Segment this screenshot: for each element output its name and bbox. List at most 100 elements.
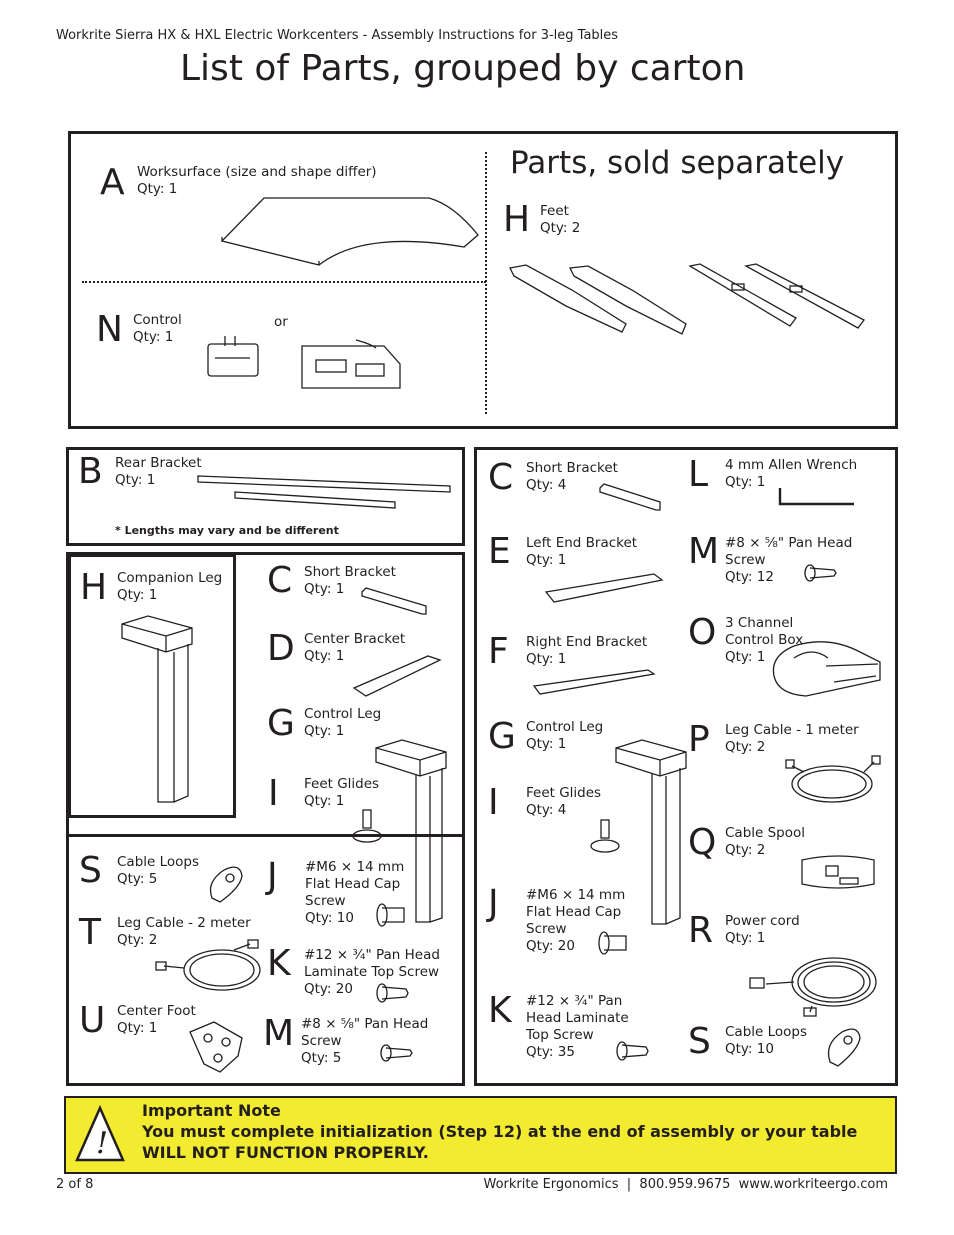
part-letter-j-right: J (488, 883, 499, 924)
part-letter-m-right: M (688, 531, 720, 572)
control-leg-icon (375, 739, 447, 923)
note-text: Important Note You must complete initial… (142, 1100, 895, 1163)
part-name: Cable Loops (725, 1024, 808, 1040)
part-line: Control Box (725, 632, 804, 648)
part-line: Screw (301, 1033, 342, 1049)
part-qty: Qty: 1 (137, 181, 178, 197)
pan-head-screw-icon (616, 1041, 649, 1061)
part-line: Screw (526, 921, 567, 937)
part-qty: Qty: 1 (725, 649, 766, 665)
right-end-bracket-icon (532, 669, 656, 695)
part-line: Flat Head Cap (305, 876, 401, 892)
part-line: Screw (305, 893, 346, 909)
part-q-text: Cable Spool Qty: 2 (725, 825, 805, 859)
part-qty: Qty: 1 (304, 793, 345, 809)
part-m-left-text: #8 × ⅝" Pan Head Screw Qty: 5 (301, 1016, 428, 1067)
part-qty: Qty: 1 (725, 930, 766, 946)
important-note: ! Important Note You must complete initi… (64, 1096, 897, 1174)
sold-separately-heading: Parts, sold separately (510, 145, 845, 181)
control-leg-icon (615, 739, 687, 925)
part-name: Center Foot (117, 1003, 196, 1019)
flat-head-screw-icon (598, 931, 627, 955)
control-keypad-icon (301, 339, 401, 389)
part-line: Head Laminate (526, 1010, 629, 1026)
part-name: Companion Leg (117, 570, 223, 586)
part-line: #8 × ⅝" Pan Head (725, 535, 853, 551)
part-m-right-text: #8 × ⅝" Pan Head Screw Qty: 12 (725, 535, 852, 586)
leg-cable-icon (785, 755, 881, 803)
part-qty: Qty: 1 (526, 736, 567, 752)
part-c-left-text: Short Bracket Qty: 1 (304, 564, 396, 598)
left-end-bracket-icon (544, 573, 664, 603)
part-name: Right End Bracket (526, 634, 648, 650)
part-qty: Qty: 2 (725, 739, 766, 755)
part-qty: Qty: 1 (304, 723, 345, 739)
document-header: Workrite Sierra HX & HXL Electric Workce… (56, 28, 619, 43)
part-letter-g-left: G (267, 703, 295, 744)
part-name: Feet (540, 203, 569, 219)
part-qty: Qty: 2 (725, 842, 766, 858)
part-qty: Qty: 1 (133, 329, 174, 345)
divider-dotted (82, 281, 486, 283)
worksurface-icon (220, 197, 479, 266)
part-g-right-text: Control Leg Qty: 1 (526, 719, 603, 753)
carton-b-box (66, 447, 465, 546)
leg-cable-icon (155, 939, 261, 991)
part-name: Control Leg (304, 706, 382, 722)
part-qty: Qty: 1 (526, 651, 567, 667)
part-letter-g-right: G (488, 716, 516, 757)
part-name: Rear Bracket (115, 455, 202, 471)
control-switch-icon (207, 336, 259, 377)
part-a-text: Worksurface (size and shape differ) Qty:… (137, 164, 377, 198)
pan-head-screw-icon (804, 564, 837, 582)
part-qty: Qty: 2 (117, 932, 158, 948)
part-name: Leg Cable - 2 meter (117, 915, 251, 931)
part-letter-q: Q (688, 822, 717, 863)
part-name: Short Bracket (526, 460, 618, 476)
part-name: Short Bracket (304, 564, 396, 580)
page-title: List of Parts, grouped by carton (180, 48, 746, 89)
part-line: #12 × ¾" Pan Head (304, 947, 440, 963)
part-qty: Qty: 20 (304, 981, 353, 997)
length-note: * Lengths may vary and be different (115, 524, 339, 537)
part-h-companion-text: Companion Leg Qty: 1 (117, 570, 222, 604)
note-body: You must complete initialization (Step 1… (142, 1122, 858, 1162)
part-letter-s-right: S (688, 1021, 711, 1062)
part-p-text: Leg Cable - 1 meter Qty: 2 (725, 722, 859, 756)
part-letter-h-companion: H (80, 567, 108, 608)
part-s-left-text: Cable Loops Qty: 5 (117, 854, 199, 888)
part-r-text: Power cord Qty: 1 (725, 913, 800, 947)
top-carton-box (68, 131, 898, 429)
part-line: #12 × ¾" Pan (526, 993, 623, 1009)
part-letter-c-left: C (267, 560, 293, 601)
part-name: Control (133, 312, 182, 328)
part-name: 4 mm Allen Wrench (725, 457, 858, 473)
part-qty: Qty: 10 (305, 910, 354, 926)
part-qty: Qty: 2 (540, 220, 581, 236)
part-name: Center Bracket (304, 631, 406, 647)
part-letter-j-left: J (267, 856, 278, 897)
part-letter-a: A (100, 162, 125, 203)
feet-glide-icon (352, 809, 382, 843)
part-letter-c-right: C (488, 457, 514, 498)
feet-icon (509, 263, 865, 335)
short-bracket-icon (599, 483, 661, 511)
part-o-text: 3 Channel Control Box Qty: 1 (725, 615, 803, 666)
part-qty: Qty: 1 (115, 472, 156, 488)
cable-loop-icon (209, 866, 243, 903)
short-bracket-icon (361, 587, 427, 615)
part-u-text: Center Foot Qty: 1 (117, 1003, 196, 1037)
part-b-text: Rear Bracket Qty: 1 (115, 455, 202, 489)
part-line: Flat Head Cap (526, 904, 622, 920)
part-e-text: Left End Bracket Qty: 1 (526, 535, 637, 569)
or-label: or (274, 314, 288, 330)
pan-head-screw-icon (380, 1044, 413, 1062)
part-letter-i-right: I (488, 782, 499, 823)
part-letter-h-feet: H (503, 199, 531, 240)
part-letter-k-right: K (488, 990, 512, 1031)
part-qty: Qty: 5 (117, 871, 158, 887)
part-c-right-text: Short Bracket Qty: 4 (526, 460, 618, 494)
part-letter-u: U (79, 1000, 106, 1041)
page-number: 2 of 8 (56, 1177, 94, 1192)
companion-leg-icon (121, 615, 193, 803)
